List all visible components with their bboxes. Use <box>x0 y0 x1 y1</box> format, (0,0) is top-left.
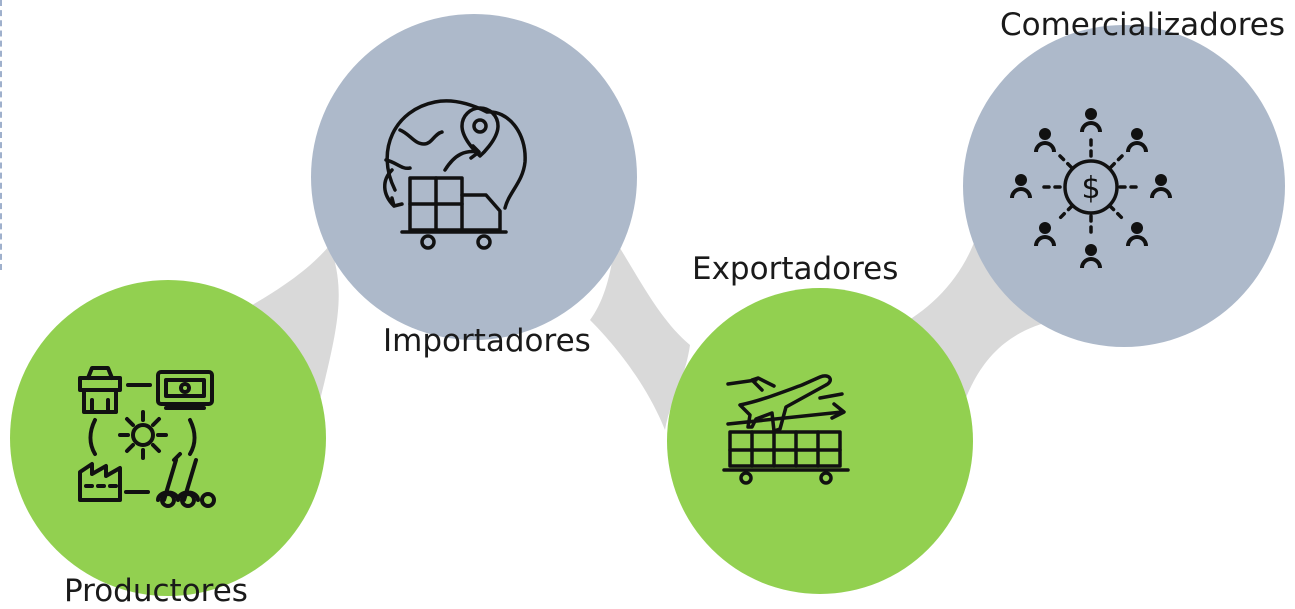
factory-network-icon <box>78 366 216 508</box>
connector-productores-importadores <box>215 245 339 400</box>
edge-dashed-line <box>0 0 4 270</box>
svg-text:$: $ <box>1081 171 1100 206</box>
node-circle-exportadores <box>667 288 973 594</box>
connector-importadores-exportadores <box>590 240 690 430</box>
label-importadores: Importadores <box>383 323 591 359</box>
node-circle-productores <box>10 280 326 596</box>
node-circle-importadores <box>311 14 637 340</box>
dollar-network-people-icon: $ <box>1010 108 1172 268</box>
label-exportadores: Exportadores <box>692 251 899 287</box>
people-ring <box>1042 138 1140 236</box>
plane-and-freight-icon <box>722 374 850 485</box>
label-comercializadores: Comercializadores <box>1000 7 1286 43</box>
label-productores: Productores <box>64 573 248 609</box>
global-shipping-truck-icon <box>383 99 527 250</box>
